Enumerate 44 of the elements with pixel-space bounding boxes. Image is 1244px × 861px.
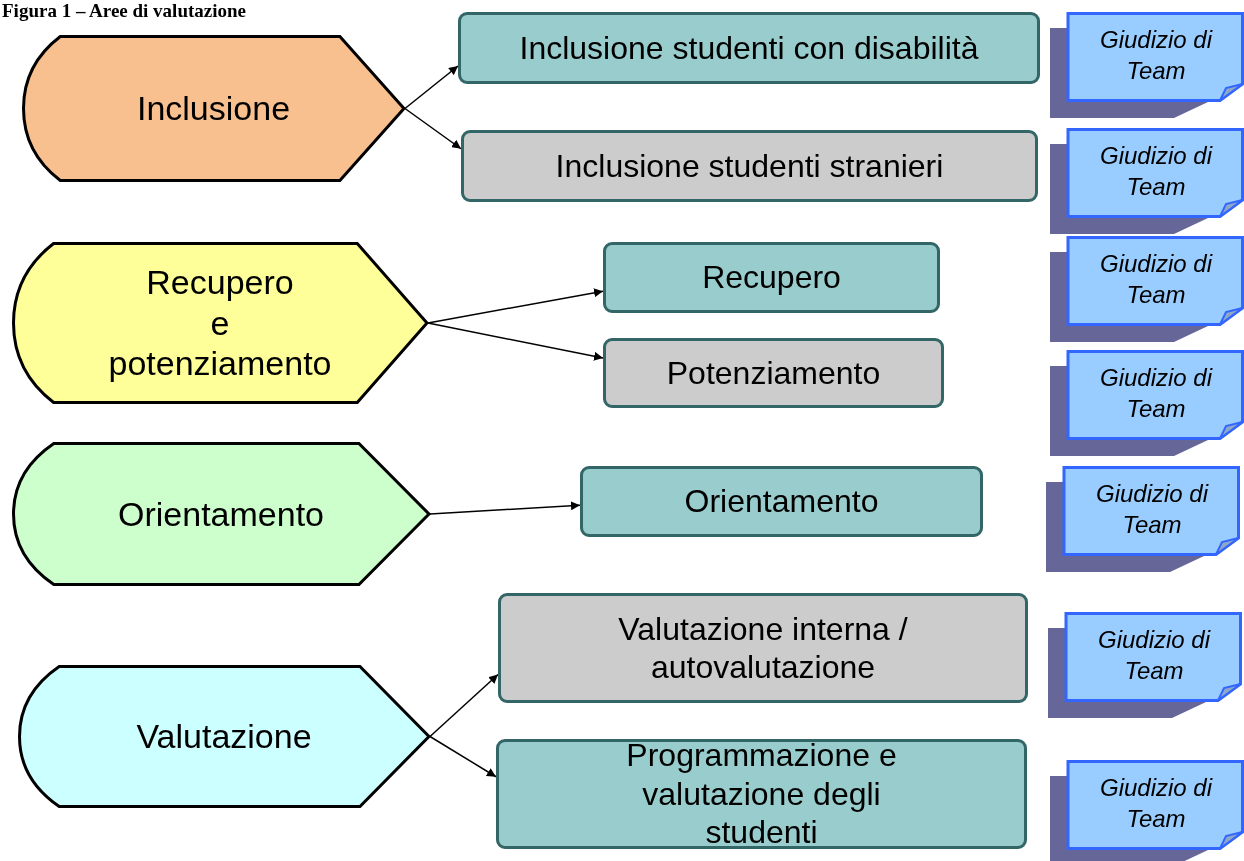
sticky-note: [1048, 128, 1244, 234]
arrow: [427, 322, 604, 361]
area-label: Orientamento: [118, 493, 324, 535]
area-label: Recupero: [701, 258, 842, 297]
area-label: Inclusione studenti con disabilità: [518, 28, 980, 68]
sticky-note: [1048, 350, 1244, 456]
note-label: Giudizio di Team: [1096, 625, 1212, 687]
area-label: Inclusione: [136, 88, 291, 129]
sticky-note: [1046, 612, 1242, 718]
area-box: [461, 130, 1038, 202]
sticky-note: [1048, 760, 1244, 861]
area-label: Orientamento: [683, 482, 880, 521]
area-box: [458, 12, 1040, 84]
arrow: [404, 65, 459, 110]
area-box: [603, 242, 940, 313]
area-label: Potenziamento: [665, 353, 882, 393]
area-label: Valutazione: [136, 716, 312, 757]
area-box: [603, 338, 944, 408]
arrow: [429, 501, 581, 515]
note-label: Giudizio di Team: [1098, 141, 1214, 203]
arrow: [429, 673, 499, 738]
figure-title: Figura 1 – Aree di valutazione: [2, 0, 246, 22]
arrow: [427, 288, 604, 324]
arrow: [404, 107, 462, 150]
note-label: Giudizio di Team: [1094, 479, 1210, 541]
area-box: [496, 739, 1027, 849]
area-box: [498, 593, 1028, 703]
area-label: Valutazione interna / autovalutazione: [617, 609, 909, 687]
sticky-note: [1048, 12, 1244, 118]
category-hexagon: [12, 242, 428, 404]
note-label: Giudizio di Team: [1098, 773, 1214, 835]
area-label: Inclusione studenti stranieri: [554, 146, 945, 186]
arrow: [429, 735, 497, 778]
note-label: Giudizio di Team: [1098, 25, 1214, 87]
note-label: Giudizio di Team: [1098, 363, 1214, 425]
category-hexagon: [12, 442, 430, 586]
sticky-note: [1048, 236, 1244, 342]
category-hexagon: [18, 665, 430, 808]
category-hexagon: [22, 35, 405, 182]
area-box: [580, 466, 983, 537]
area-label: Recupero e potenziamento: [108, 261, 332, 385]
area-label: Programmazione e valutazione degli studenti: [625, 736, 898, 852]
note-label: Giudizio di Team: [1098, 249, 1214, 311]
sticky-note: [1044, 466, 1240, 572]
